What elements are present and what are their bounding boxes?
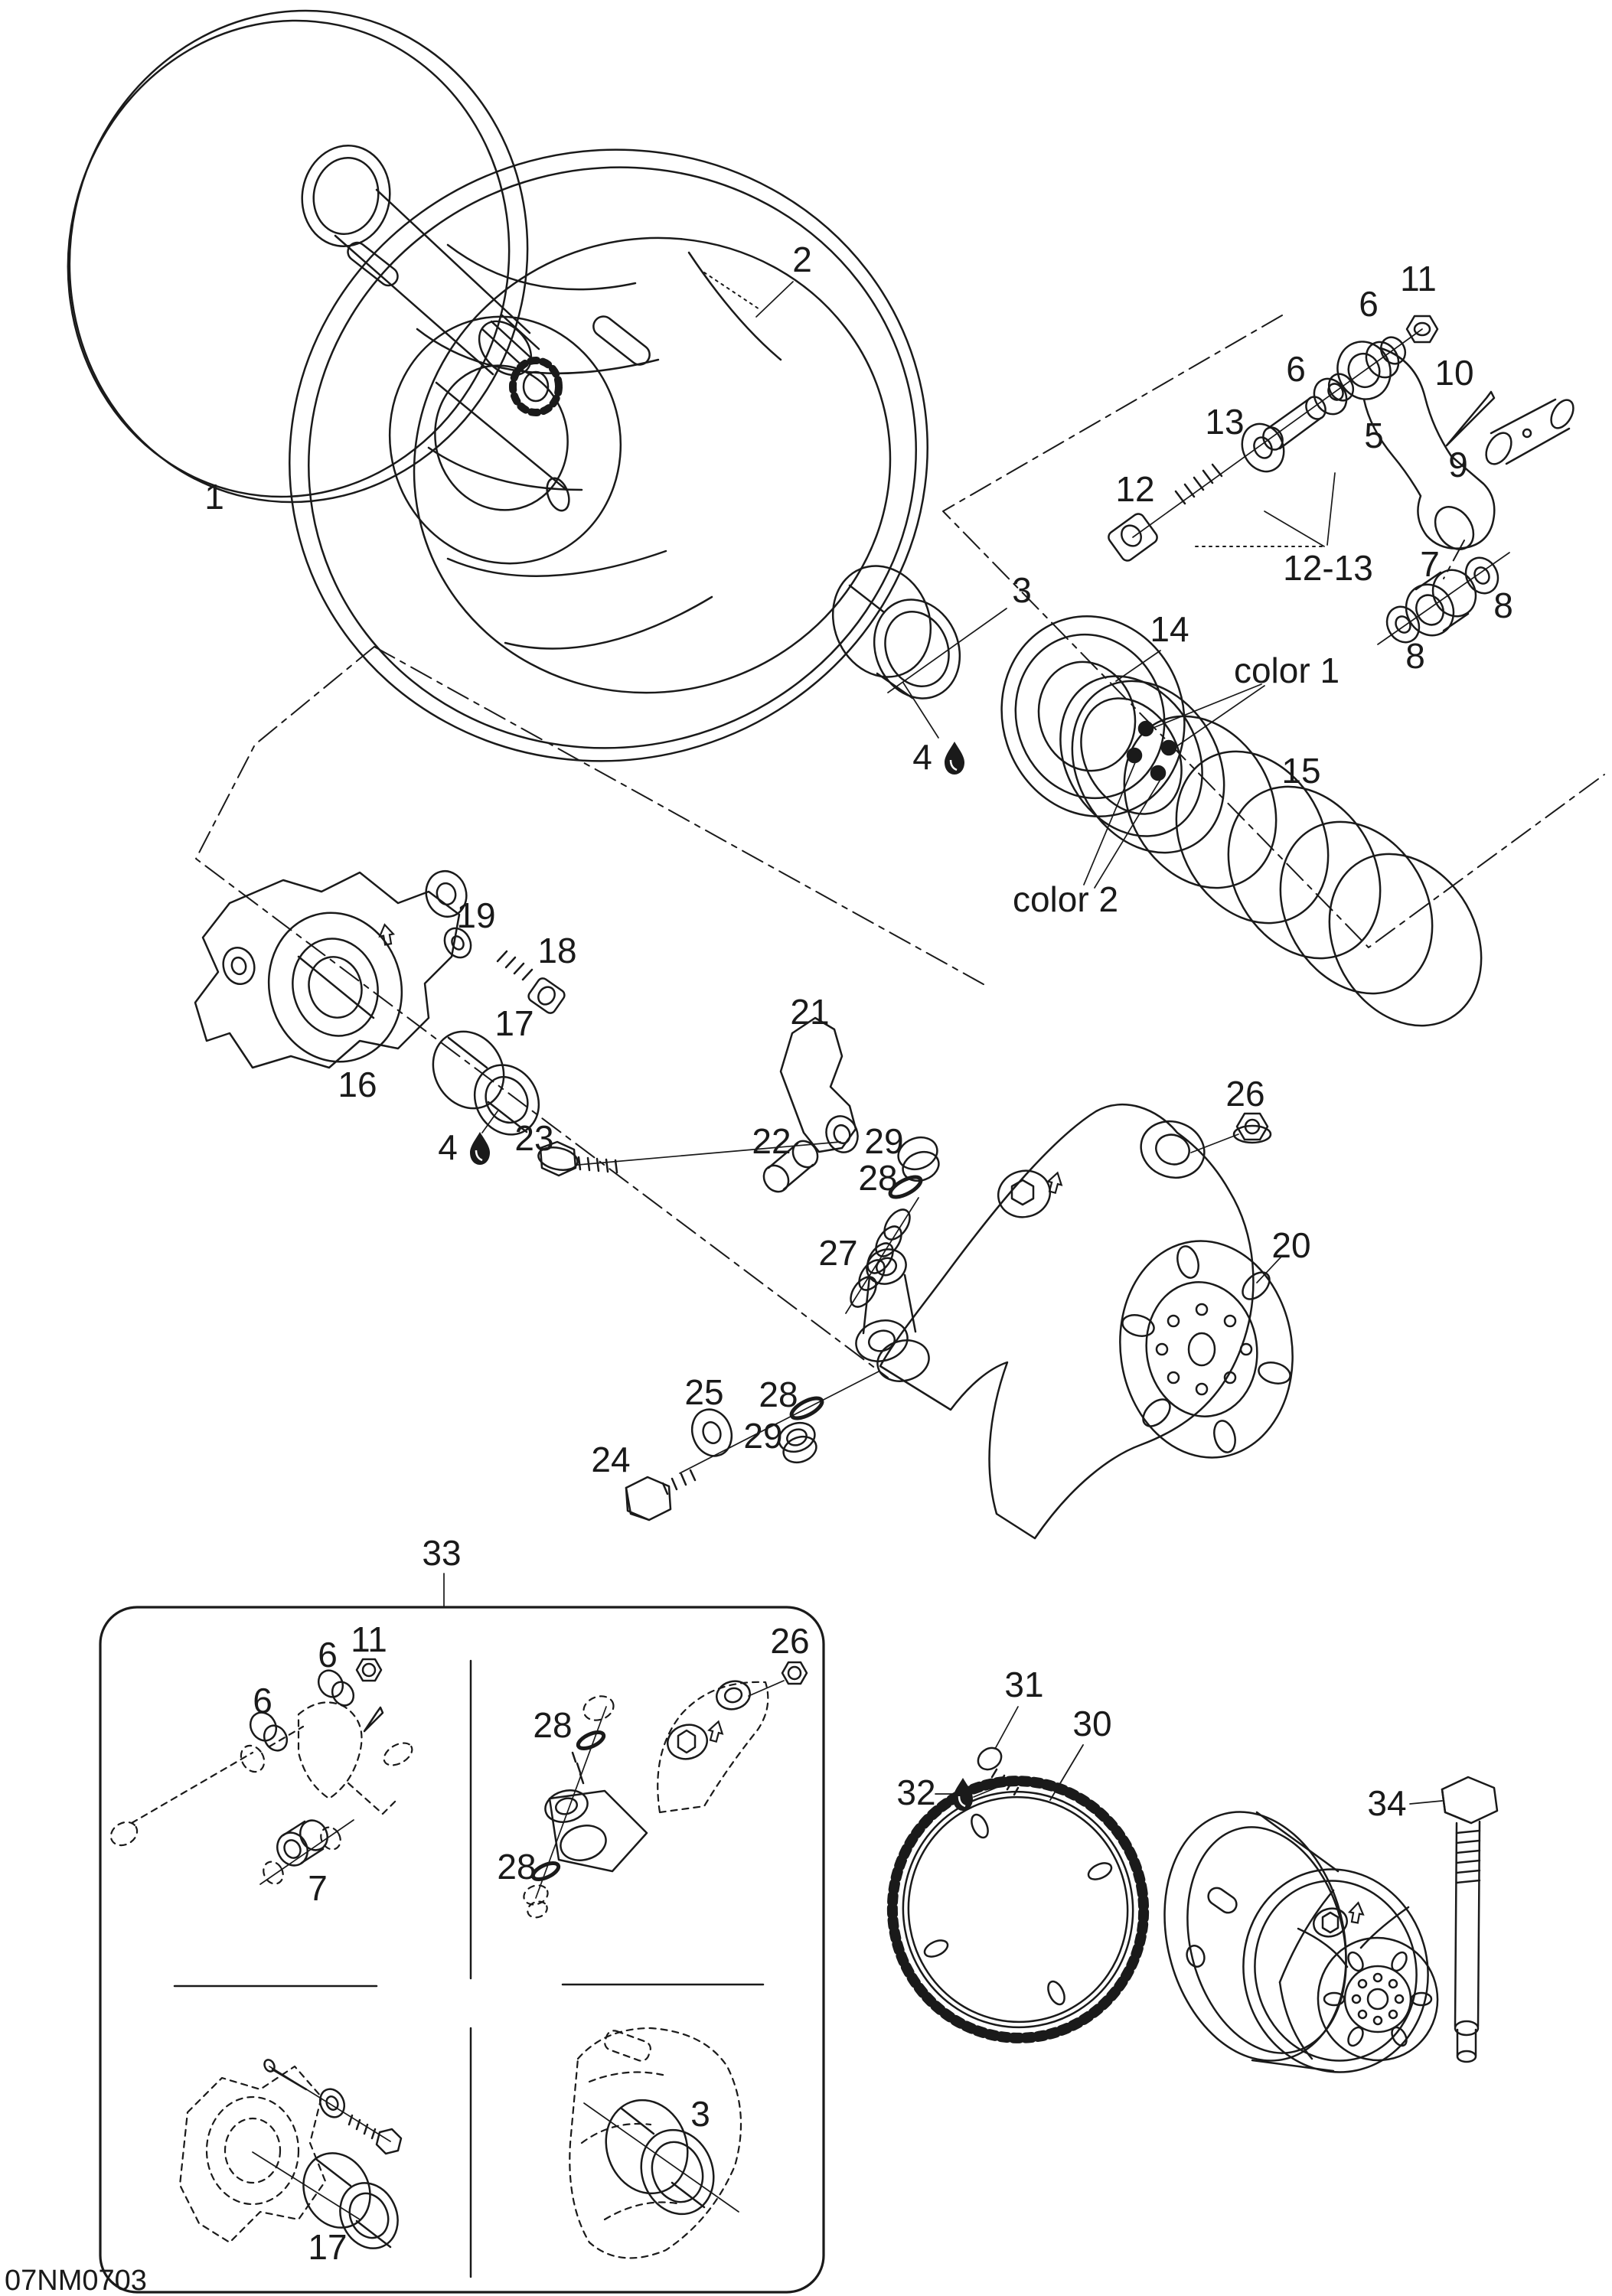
callout-30: 30 (1072, 1704, 1111, 1743)
callout-color2: color 2 (1013, 879, 1118, 919)
assembled-pulley-group (1163, 1776, 1499, 2073)
ring-gear-30-group (886, 1706, 1150, 2043)
callout-28a: 28 (858, 1158, 897, 1198)
inset-box-33 (99, 1573, 825, 2294)
callout-20: 20 (1271, 1225, 1310, 1265)
callout-26a: 26 (1225, 1074, 1264, 1114)
inset-trunnion-service-kit (523, 1661, 808, 1919)
construction-lines (195, 315, 1605, 1378)
spring-15 (1059, 675, 1483, 1027)
orientation-arrow-icon (1347, 1901, 1365, 1924)
callout-23: 23 (514, 1118, 553, 1158)
oil-drop-icon (470, 1132, 490, 1165)
callout-3b: 3 (690, 2094, 710, 2134)
callout-29a: 29 (864, 1121, 903, 1161)
callout-31: 31 (1004, 1665, 1043, 1704)
callout-32: 32 (896, 1773, 935, 1812)
bracket-20-group (625, 1104, 1294, 1540)
callout-6a: 6 (1359, 284, 1379, 324)
leader-lines (755, 281, 1084, 1801)
drawing-code: 07NM0703 (5, 2265, 147, 2296)
callout-6d: 6 (318, 1635, 338, 1675)
orientation-arrow-icon (378, 923, 396, 946)
callout-2: 2 (792, 240, 812, 279)
callout-1: 1 (204, 477, 224, 517)
callout-6b: 6 (1286, 349, 1306, 389)
callout-9: 9 (1448, 445, 1468, 484)
callout-29b: 29 (743, 1416, 782, 1456)
icon-layer (378, 742, 1365, 1924)
callout-24: 24 (591, 1440, 630, 1479)
callout-28d: 28 (533, 1705, 572, 1745)
callout-5: 5 (1364, 416, 1384, 455)
inset-housing-bushing-kit (569, 2027, 742, 2259)
axis-dotted (703, 272, 1325, 547)
callout-8a: 8 (1493, 585, 1513, 625)
callout-18: 18 (537, 931, 576, 970)
callout-7b: 7 (308, 1868, 328, 1908)
callout-12: 12 (1115, 469, 1154, 509)
callout-13: 13 (1205, 402, 1244, 442)
part-2-fixed-sheave-housing (289, 148, 928, 762)
washer-14 (1000, 615, 1186, 817)
callout-34: 34 (1367, 1783, 1406, 1823)
callout-28c: 28 (759, 1375, 798, 1414)
hub-16-group (194, 870, 618, 1177)
callout-27: 27 (818, 1233, 857, 1273)
callout-17b: 17 (308, 2227, 347, 2267)
callout-21: 21 (790, 992, 829, 1032)
orientation-arrow-icon (1046, 1171, 1063, 1194)
callout-22: 22 (752, 1121, 791, 1161)
callout-10: 10 (1434, 353, 1473, 393)
callout-12-13: 12-13 (1283, 548, 1373, 588)
callout-17a: 17 (494, 1003, 534, 1043)
callout-6c: 6 (253, 1681, 272, 1720)
callout-3a: 3 (1012, 570, 1032, 610)
inset-lever-service-kit (109, 1658, 413, 1885)
callout-11b: 11 (351, 1619, 387, 1659)
callout-8b: 8 (1405, 636, 1425, 676)
part-1-drive-sheave (67, 9, 563, 504)
oil-drop-icon (953, 1778, 973, 1811)
callout-15: 15 (1281, 751, 1320, 791)
callout-33: 33 (422, 1533, 461, 1573)
lever-21-pin-22 (577, 1016, 859, 1193)
callout-11a: 11 (1400, 259, 1437, 298)
part-3-bushing (831, 565, 1007, 700)
callout-26b: 26 (770, 1621, 809, 1661)
callout-14: 14 (1150, 609, 1189, 649)
callout-color1: color 1 (1234, 651, 1340, 690)
orientation-arrow-icon (707, 1720, 724, 1743)
callout-19: 19 (456, 895, 495, 935)
callout-7a: 7 (1420, 544, 1440, 584)
oil-drop-icon (945, 742, 964, 775)
callout-4b: 4 (438, 1127, 458, 1167)
callout-16: 16 (338, 1065, 377, 1104)
lever-5-assembly (1108, 315, 1574, 645)
callout-4a: 4 (912, 737, 932, 777)
callout-25: 25 (684, 1372, 723, 1412)
inset-hub-bushing-kit (178, 2059, 403, 2249)
callout-28e: 28 (497, 1847, 536, 1887)
